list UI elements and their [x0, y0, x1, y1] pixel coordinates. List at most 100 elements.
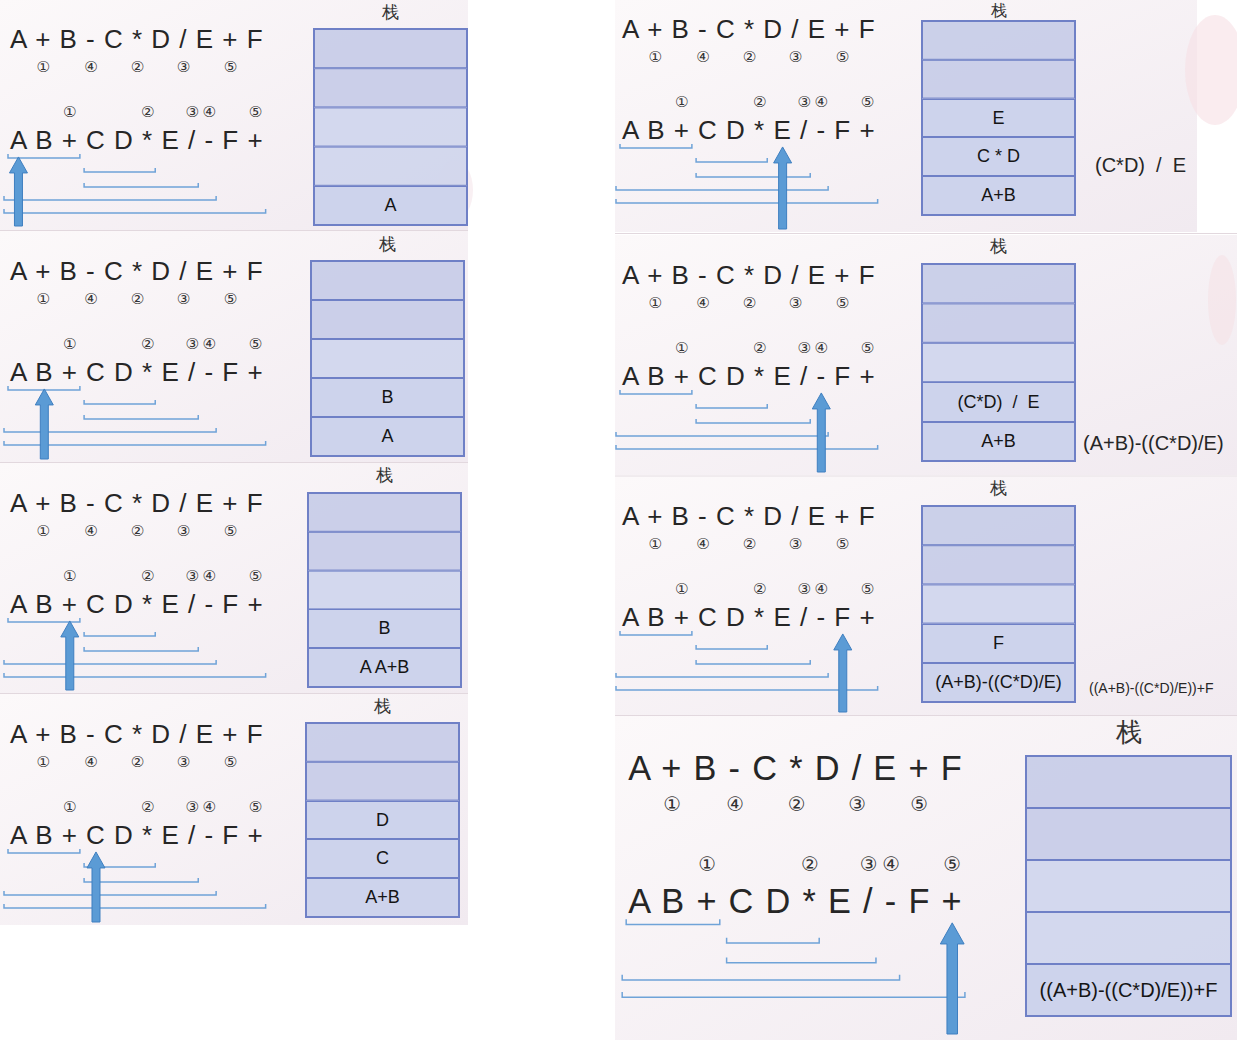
callout-number: ④	[203, 568, 216, 585]
callout-number: ⑤	[861, 581, 874, 598]
bracket	[84, 878, 198, 882]
stack-slot	[923, 507, 1075, 545]
stack-entry: E	[992, 108, 1004, 129]
callout-number: ⑤	[249, 104, 262, 121]
stack-slot	[923, 624, 1075, 662]
bracket	[84, 400, 155, 404]
postfix-expression: A B + C D * E / - F +	[10, 358, 264, 388]
stack-entry: A+B	[365, 887, 400, 908]
stack-cell: D	[306, 801, 459, 840]
callout-number: ①	[37, 59, 50, 76]
callout-number: ④	[203, 799, 216, 816]
callout-number: ④	[726, 794, 744, 817]
bracket	[616, 186, 828, 190]
callout-number: ①	[675, 340, 688, 357]
bracket	[84, 647, 198, 651]
callout-number: ⑤	[910, 794, 928, 817]
bracket	[622, 992, 965, 997]
stack-slot	[923, 343, 1075, 381]
callout-number: ②	[788, 794, 806, 817]
panel	[615, 716, 1237, 1040]
stack-slot	[923, 22, 1075, 60]
panel	[615, 0, 1197, 232]
stack-slot	[309, 532, 461, 570]
stack-cell: ((A+B)-((C*D)/E))+F	[1026, 964, 1231, 1016]
stack-slot	[1027, 809, 1231, 860]
callout-number: ④	[696, 536, 709, 553]
background-shape	[1208, 255, 1236, 345]
callout-number: ①	[649, 295, 662, 312]
bracket	[616, 445, 878, 449]
panel-annotations	[4, 494, 461, 691]
callout-number: ⑤	[943, 854, 961, 877]
stack-cell: A	[314, 186, 467, 225]
callout-number: ①	[698, 854, 716, 877]
panel-annotations	[4, 30, 467, 227]
callout-number: ④	[815, 94, 828, 111]
stack-entry: (A+B)-((C*D)/E)	[935, 672, 1062, 693]
callout-number: ②	[141, 336, 154, 353]
callout-number: ⑤	[249, 336, 262, 353]
pointer-arrow	[87, 852, 105, 922]
panel-annotations	[616, 22, 1075, 230]
callout-number: ③	[177, 59, 190, 76]
callout-number: ③	[797, 94, 810, 111]
callout-number: ①	[649, 536, 662, 553]
callout-number: ④	[84, 291, 97, 308]
bracket	[696, 158, 767, 162]
callout-number: ②	[801, 854, 819, 877]
pointer-arrow	[812, 393, 830, 472]
callout-number: ②	[743, 295, 756, 312]
bracket	[696, 419, 810, 423]
pointer-arrow	[9, 157, 27, 226]
stack-slot	[923, 265, 1075, 303]
stack-cell: A+B	[306, 878, 459, 917]
bracket	[84, 415, 198, 419]
stack-cell: B	[311, 378, 464, 417]
postfix-expression: A B + C D * E / - F +	[10, 821, 264, 851]
stack-cell: A A+B	[308, 648, 461, 687]
stack-entry: ((A+B)-((C*D)/E))+F	[1040, 979, 1218, 1002]
callout-number: ②	[753, 94, 766, 111]
callout-number: ⑤	[224, 291, 237, 308]
stack-slot	[312, 418, 464, 456]
stack-slot	[923, 60, 1075, 98]
stack: 栈BA A+B	[307, 492, 462, 688]
postfix-expression: A B + C D * E / - F +	[10, 126, 264, 156]
stack: 栈DCA+B	[305, 722, 460, 918]
bracket	[4, 673, 266, 677]
callout-number: ③	[177, 291, 190, 308]
callout-number: ①	[63, 336, 76, 353]
bracket	[696, 645, 767, 649]
stack-slot	[1027, 757, 1231, 808]
stack-slot	[923, 177, 1075, 215]
stack-entry: D	[376, 810, 389, 831]
stack-slot	[312, 379, 464, 417]
bracket	[727, 958, 876, 963]
callout-number: ②	[131, 291, 144, 308]
panel-divider	[615, 715, 1237, 716]
stack-cell: C * D	[922, 137, 1075, 176]
stack-cell: F	[922, 624, 1075, 663]
stack-entry: (C*D) / E	[957, 392, 1039, 413]
callout-number: ③	[185, 568, 198, 585]
stack-slot	[923, 138, 1075, 176]
stack-slot	[923, 422, 1075, 460]
stack-slot	[315, 30, 467, 68]
callout-number: ⑤	[224, 59, 237, 76]
stack-slot	[309, 610, 461, 648]
result-note: (C*D) / E	[1095, 154, 1186, 177]
callout-number: ③	[185, 104, 198, 121]
bracket	[84, 632, 155, 636]
callout-number: ②	[141, 568, 154, 585]
panel	[615, 477, 1237, 715]
bracket	[696, 404, 767, 408]
panel-annotations	[616, 507, 1075, 713]
callout-number: ③	[789, 536, 802, 553]
bracket	[4, 891, 216, 895]
infix-expression: A + B - C * D / E + F	[10, 257, 264, 287]
stack-entry: A+B	[981, 185, 1016, 206]
stack-slot	[312, 340, 464, 378]
stack-title: 栈	[922, 237, 1075, 257]
